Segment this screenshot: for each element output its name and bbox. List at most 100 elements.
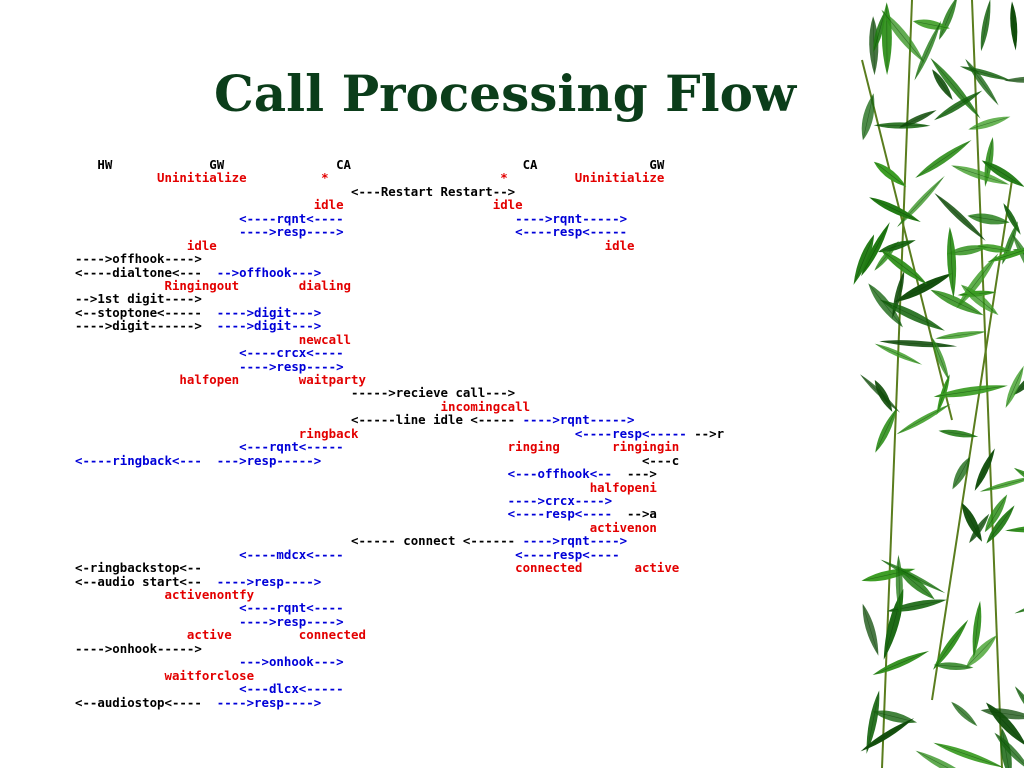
flow-segment: newcall <box>75 331 352 347</box>
flow-line: ---->resp----> <box>75 358 855 374</box>
flow-segment: -->a <box>627 506 657 522</box>
flow-line: Ringingout dialing <box>75 279 855 292</box>
flow-line: <---rqnt<----- ringing ringingin <box>75 440 855 453</box>
flow-line: <---offhook<-- ---> <box>75 467 855 480</box>
flow-line: <----resp<---- -->a <box>75 507 855 520</box>
flow-line: active connected <box>75 628 855 641</box>
flow-line: <-----line idle <----- ---->rqnt-----> <box>75 413 855 426</box>
flow-segment: Ringingout dialing <box>75 277 352 293</box>
flow-segment: active connected <box>75 627 366 643</box>
flow-line: ----->recieve call---> <box>75 386 855 399</box>
flow-line: <---Restart Restart--> <box>75 185 855 198</box>
flow-segment: <-ringbackstop<-- <box>75 560 202 576</box>
flow-line: <---dlcx<----- <box>75 682 855 695</box>
flow-segment: Uninitialize * * Uninitialize <box>75 170 665 186</box>
flow-segment: waitforclose <box>75 667 255 683</box>
flow-segment: <----mdcx<---- <----resp<---- <box>75 546 620 562</box>
flow-segment: <----rqnt<---- ---->rqnt-----> <box>75 210 628 226</box>
flow-segment: <---rqnt<----- <box>75 439 344 455</box>
flow-line: HW GW CA CA GW <box>75 158 855 171</box>
flow-line: ---->crcx----> <box>75 494 855 507</box>
flow-segment: <--audiostop<---- <box>75 694 217 710</box>
flow-segment: <---dlcx<----- <box>75 681 344 697</box>
flow-segment: activenon <box>75 519 657 535</box>
flow-line: halfopeni <box>75 479 855 495</box>
flow-segment: ---->resp----> <----resp<----- <box>75 224 628 240</box>
flow-segment: ---->resp----> <box>75 613 344 629</box>
flow-segment: <--stoptone<----- <box>75 304 217 320</box>
flow-segment: <---Restart Restart--> <box>75 183 516 199</box>
flow-line: newcall <box>75 331 855 347</box>
flow-segment: ---->crcx----> <box>75 492 613 508</box>
flow-segment: <----resp<---- <box>75 506 628 522</box>
flow-segment: ---->resp----> <box>75 358 344 374</box>
flow-line: <----mdcx<---- <----resp<---- <box>75 546 855 562</box>
flow-line: ---->offhook----> <box>75 252 855 265</box>
flow-segment: <--audio start<-- <box>75 573 217 589</box>
flow-segment: -->r <box>694 425 725 441</box>
flow-line: ---->resp----> <----resp<----- <box>75 225 855 238</box>
flow-segment: <----resp<----- <box>358 425 695 441</box>
flow-line: activenon <box>75 521 855 534</box>
flow-line: <----dialtone<--- -->offhook---> <box>75 264 855 280</box>
flow-segment: ---->digit---> <box>216 304 322 320</box>
flow-line: activenontfy <box>75 588 855 601</box>
flow-line: <----- connect <------ ---->rqnt----> <box>75 534 855 547</box>
flow-segment: connected active <box>201 560 680 576</box>
flow-segment: ---> <box>627 466 657 482</box>
flow-line: <--audio start<-- ---->resp----> <box>75 573 855 589</box>
flow-line: <--stoptone<----- ---->digit---> <box>75 306 855 319</box>
flow-segment: ---->rqnt----> <box>522 533 628 549</box>
flow-line: idle idle <box>75 237 855 253</box>
flow-line: <----rqnt<---- <box>75 601 855 614</box>
flow-segment: ---->resp----> <box>216 573 322 589</box>
flow-line: incomingcall <box>75 400 855 413</box>
flow-line: <----rqnt<---- ---->rqnt-----> <box>75 212 855 225</box>
flow-line: <----ringback<--- --->resp-----> <---c <box>75 452 855 468</box>
flow-segment: incomingcall <box>75 398 531 414</box>
flow-segment: ---->rqnt-----> <box>522 412 635 428</box>
bamboo-decoration <box>853 0 1024 768</box>
bamboo-leaf <box>979 475 1024 492</box>
flow-segment: ---->offhook----> <box>75 251 202 267</box>
flow-line: <----crcx<---- <box>75 346 855 359</box>
flow-segment: ---->resp----> <box>216 694 322 710</box>
flow-segment: --->onhook---> <box>75 654 344 670</box>
flow-segment: <-----line idle <----- <box>75 412 523 428</box>
flow-segment: ---->onhook-----> <box>75 640 202 656</box>
flow-segment: ---->digit---> <box>216 318 322 334</box>
flow-segment: ringing ringingin <box>343 439 680 455</box>
flow-segment: <----ringback<--- --->resp-----> <box>75 452 322 468</box>
flow-line: ---->onhook-----> <box>75 642 855 655</box>
flow-line: ringback <----resp<----- -->r <box>75 427 855 440</box>
flow-segment: halfopen waitparty <box>75 372 366 387</box>
flow-segment: ----->recieve call---> <box>75 385 516 401</box>
flow-segment: <---offhook<-- <box>75 466 628 482</box>
flow-segment: <----crcx<---- <box>75 345 344 361</box>
bamboo-leaf <box>939 0 958 40</box>
flow-segment: idle idle <box>75 237 635 253</box>
call-flow-diagram: HW GW CA CA GW Uninitialize * * Uninitia… <box>75 158 855 718</box>
flow-line: idle idle <box>75 198 855 211</box>
flow-line: -->1st digit----> <box>75 292 855 305</box>
flow-line: halfopen waitparty <box>75 373 855 386</box>
flow-segment: activenontfy <box>75 587 255 602</box>
flow-segment: HW GW CA CA GW <box>75 158 665 172</box>
flow-segment: halfopeni <box>75 479 657 495</box>
bamboo-leaf <box>1004 76 1024 83</box>
flow-line: --->onhook---> <box>75 655 855 668</box>
flow-segment: <----rqnt<---- <box>75 600 344 616</box>
flow-line: Uninitialize * * Uninitialize <box>75 171 855 184</box>
flow-segment: ---->digit------> <box>75 318 217 334</box>
flow-line: <-ringbackstop<-- connected active <box>75 561 855 574</box>
flow-line: ---->digit------> ---->digit---> <box>75 319 855 332</box>
flow-segment: <----- connect <------ <box>75 533 523 549</box>
flow-segment: idle idle <box>75 197 523 213</box>
flow-line: <--audiostop<---- ---->resp----> <box>75 694 855 710</box>
flow-segment: -->offhook---> <box>216 264 322 280</box>
slide-title: Call Processing Flow <box>213 64 797 123</box>
bamboo-leaf <box>1005 524 1024 533</box>
flow-line: waitforclose <box>75 667 855 683</box>
flow-segment: <----dialtone<--- <box>75 264 217 280</box>
